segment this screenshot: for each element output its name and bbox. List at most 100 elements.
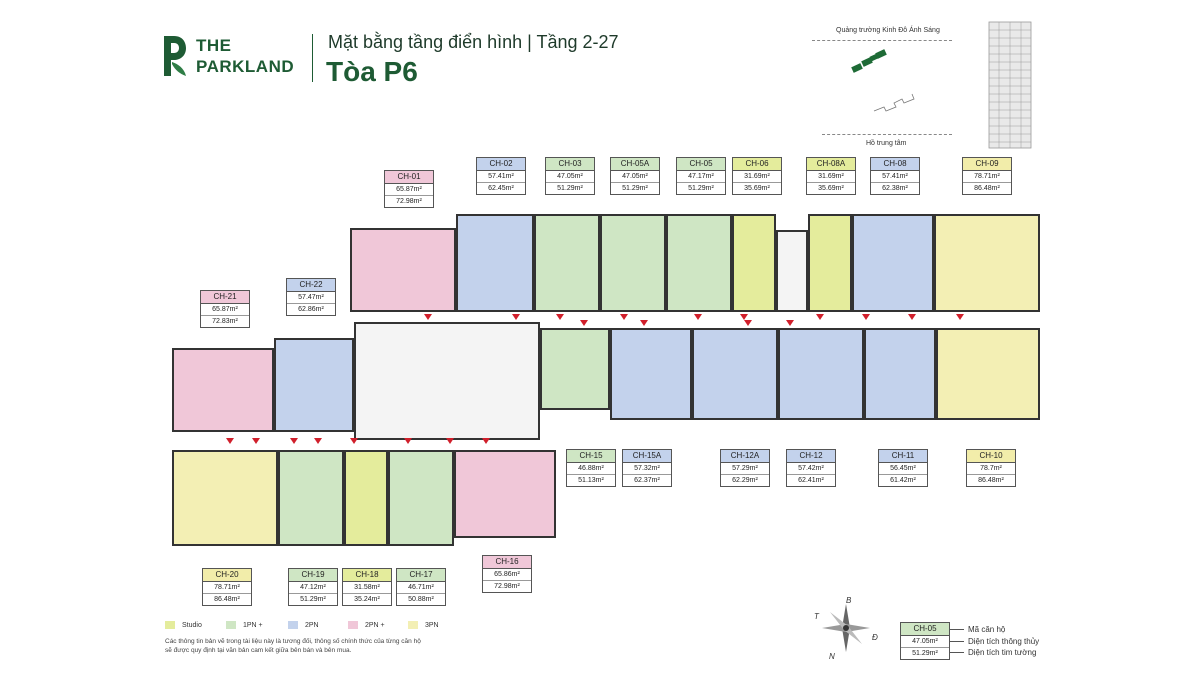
unit-gross-area: 86.48m² xyxy=(978,477,1004,484)
unit-card-ch-17[interactable]: CH-17 46.71m² 50.88m² xyxy=(396,568,446,606)
unit-card-ch-22[interactable]: CH-22 57.47m² 62.86m² xyxy=(286,278,336,316)
unit-card-ch-12[interactable]: CH-12 57.42m² 62.41m² xyxy=(786,449,836,487)
unit-ch-22[interactable] xyxy=(274,338,354,432)
legend-swatch-1pn-plus xyxy=(226,621,236,629)
compass-label-south: N xyxy=(829,652,835,661)
unit-card-ch-05a[interactable]: CH-05A 47.05m² 51.29m² xyxy=(610,157,660,195)
unit-ch-08[interactable] xyxy=(852,214,934,312)
unit-ch-19[interactable] xyxy=(278,450,344,546)
unit-ch-12a[interactable] xyxy=(692,328,778,420)
elevator-core xyxy=(354,322,540,440)
unit-card-ch-09[interactable]: CH-09 78.71m² 86.48m² xyxy=(962,157,1012,195)
unit-card-ch-05[interactable]: CH-05 47.17m² 51.29m² xyxy=(676,157,726,195)
entrance-marker xyxy=(786,320,794,326)
unit-card-ch-12a[interactable]: CH-12A 57.29m² 62.29m² xyxy=(720,449,770,487)
entrance-marker xyxy=(580,320,588,326)
unit-gross-area: 62.29m² xyxy=(732,477,758,484)
unit-card-ch-19[interactable]: CH-19 47.12m² 51.29m² xyxy=(288,568,338,606)
unit-code: CH-18 xyxy=(343,569,391,582)
unit-ch-16[interactable] xyxy=(454,450,556,538)
unit-code: CH-08 xyxy=(871,158,919,171)
unit-ch-12[interactable] xyxy=(778,328,864,420)
legend-label-studio: Studio xyxy=(182,622,202,629)
unit-ch-03[interactable] xyxy=(534,214,600,312)
unit-ch-10[interactable] xyxy=(936,328,1040,420)
entrance-marker xyxy=(446,438,454,444)
unit-gross-area: 51.13m² xyxy=(578,477,604,484)
unit-card-ch-08a[interactable]: CH-08A 31.69m² 35.69m² xyxy=(806,157,856,195)
unit-card-ch-20[interactable]: CH-20 78.71m² 86.48m² xyxy=(202,568,252,606)
unit-card-ch-08[interactable]: CH-08 57.41m² 62.38m² xyxy=(870,157,920,195)
unit-net-area: 65.86m² xyxy=(483,569,531,581)
unit-ch-21[interactable] xyxy=(172,348,274,432)
unit-gross-area: 35.24m² xyxy=(354,596,380,603)
page-subtitle: Mặt bằng tầng điển hình | Tầng 2-27 xyxy=(328,32,619,52)
unit-net-area: 47.17m² xyxy=(677,171,725,183)
entrance-marker xyxy=(252,438,260,444)
entrance-marker xyxy=(640,320,648,326)
key-net-area: 47.05m² xyxy=(901,636,949,648)
unit-ch-02[interactable] xyxy=(456,214,534,312)
unit-net-area: 47.12m² xyxy=(289,582,337,594)
unit-gross-area: 61.42m² xyxy=(890,477,916,484)
legend-label-1pn-plus: 1PN + xyxy=(243,622,263,629)
compass-rose-icon xyxy=(822,604,870,652)
unit-net-area: 47.05m² xyxy=(546,171,594,183)
entrance-marker xyxy=(740,314,748,320)
entrance-marker xyxy=(620,314,628,320)
entrance-marker xyxy=(482,438,490,444)
entrance-marker xyxy=(556,314,564,320)
unit-card-ch-02[interactable]: CH-02 57.41m² 62.45m² xyxy=(476,157,526,195)
legend-swatch-2pn xyxy=(288,621,298,629)
unit-ch-06[interactable] xyxy=(732,214,776,312)
unit-ch-15[interactable] xyxy=(540,328,610,410)
unit-card-ch-21[interactable]: CH-21 65.87m² 72.83m² xyxy=(200,290,250,328)
unit-card-ch-03[interactable]: CH-03 47.05m² 51.29m² xyxy=(545,157,595,195)
entrance-marker xyxy=(350,438,358,444)
unit-card-ch-06[interactable]: CH-06 31.69m² 35.69m² xyxy=(732,157,782,195)
unit-card-ch-18[interactable]: CH-18 31.58m² 35.24m² xyxy=(342,568,392,606)
key-leader-line xyxy=(950,652,964,653)
unit-card-ch-10[interactable]: CH-10 78.7m² 86.48m² xyxy=(966,449,1016,487)
unit-ch-09[interactable] xyxy=(934,214,1040,312)
unit-ch-05[interactable] xyxy=(666,214,732,312)
unit-code: CH-21 xyxy=(201,291,249,304)
brand-logo: THE PARKLAND xyxy=(160,30,310,82)
legend-swatch-studio xyxy=(165,621,175,629)
unit-card-ch-15[interactable]: CH-15 46.88m² 51.13m² xyxy=(566,449,616,487)
unit-ch-15a[interactable] xyxy=(610,328,692,420)
unit-gross-area: 72.83m² xyxy=(212,318,238,325)
unit-code: CH-05 xyxy=(677,158,725,171)
unit-card-ch-15a[interactable]: CH-15A 57.32m² 62.37m² xyxy=(622,449,672,487)
entrance-marker xyxy=(404,438,412,444)
logo-text-line2: PARKLAND xyxy=(196,57,295,76)
entrance-marker xyxy=(816,314,824,320)
unit-ch-01[interactable] xyxy=(350,228,456,312)
key-label-code: Mã căn hộ xyxy=(968,625,1006,634)
entrance-marker xyxy=(512,314,520,320)
unit-ch-17[interactable] xyxy=(388,450,454,546)
key-code: CH-05 xyxy=(901,623,949,636)
disclaimer-note: Các thông tin bản vẽ trong tài liệu này … xyxy=(165,638,421,654)
tower-illustration-icon xyxy=(988,21,1032,149)
legend-label-2pn-plus: 2PN + xyxy=(365,622,385,629)
compass-label-west: T xyxy=(814,612,819,621)
unit-code: CH-05A xyxy=(611,158,659,171)
location-bottom-line xyxy=(822,134,952,135)
unit-ch-05a[interactable] xyxy=(600,214,666,312)
unit-gross-area: 62.37m² xyxy=(634,477,660,484)
unit-ch-11[interactable] xyxy=(864,328,936,420)
unit-net-area: 57.42m² xyxy=(787,463,835,475)
unit-code: CH-12A xyxy=(721,450,769,463)
entrance-marker xyxy=(744,320,752,326)
entrance-marker xyxy=(908,314,916,320)
unit-ch-20[interactable] xyxy=(172,450,278,546)
page-title: Tòa P6 xyxy=(326,56,418,87)
unit-card-ch-01[interactable]: CH-01 65.87m² 72.98m² xyxy=(384,170,434,208)
unit-card-ch-16[interactable]: CH-16 65.86m² 72.98m² xyxy=(482,555,532,593)
unit-ch-08a[interactable] xyxy=(808,214,852,312)
unit-ch-18[interactable] xyxy=(344,450,388,546)
unit-card-ch-11[interactable]: CH-11 56.45m² 61.42m² xyxy=(878,449,928,487)
unit-code: CH-20 xyxy=(203,569,251,582)
unit-code: CH-08A xyxy=(807,158,855,171)
